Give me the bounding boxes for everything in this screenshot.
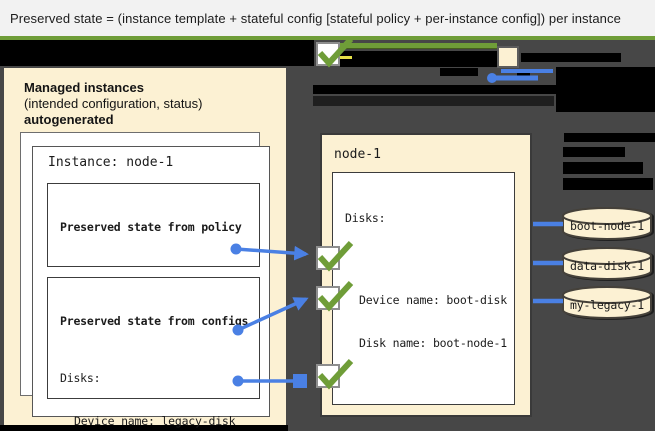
heading-line-1: Managed instances bbox=[24, 80, 144, 95]
checkmark-icon bbox=[317, 240, 354, 272]
legacy-disk-checkbox bbox=[316, 280, 354, 312]
cylinder-icon bbox=[562, 286, 652, 319]
disk-cylinder-legacy: my-legacy-1 bbox=[561, 285, 653, 321]
redacted-bar bbox=[340, 51, 498, 67]
cylinder-icon bbox=[562, 207, 652, 240]
config-legend-box bbox=[497, 46, 519, 68]
redacted-bar bbox=[440, 68, 478, 76]
legend-checkbox bbox=[316, 36, 354, 68]
data-disk-checkbox bbox=[316, 240, 354, 272]
yellow-highlight-line bbox=[333, 56, 352, 59]
diagram-title: Preserved state = (instance template + s… bbox=[10, 10, 621, 26]
redacted-bar bbox=[521, 53, 621, 62]
boot-device-line: Device name: boot-disk bbox=[359, 292, 507, 307]
disk-cylinder-data: data-disk-1 bbox=[561, 246, 653, 282]
green-divider bbox=[0, 36, 655, 40]
preserved-state-policy-box: Preserved state from policy Disks: Devic… bbox=[47, 183, 260, 378]
metadata-arrow-square bbox=[293, 374, 307, 388]
disk-cylinder-boot: boot-node-1 bbox=[561, 206, 653, 242]
preserved-state-configs-box: Preserved state from configs Disks: Devi… bbox=[47, 277, 260, 428]
checkmark-icon bbox=[317, 280, 354, 312]
node-state-box: Disks: Device name: boot-disk Disk name:… bbox=[332, 172, 515, 405]
redacted-bar bbox=[563, 162, 643, 174]
redacted-bar bbox=[0, 40, 314, 66]
redacted-bar bbox=[563, 178, 653, 190]
disk-label: data-disk-1 bbox=[570, 259, 644, 273]
redacted-bar bbox=[313, 85, 596, 94]
redacted-bar bbox=[563, 147, 625, 157]
green-arrow-line bbox=[339, 43, 497, 49]
cylinder-icon bbox=[562, 247, 652, 280]
redacted-bar bbox=[564, 133, 655, 142]
title-bar: Preserved state = (instance template + s… bbox=[0, 0, 655, 36]
redacted-bar bbox=[0, 425, 288, 431]
panel-heading: Managed instances (intended configuratio… bbox=[24, 80, 274, 128]
instance-title: Instance: node-1 bbox=[48, 155, 174, 170]
configs-box-title: Preserved state from configs bbox=[60, 314, 249, 328]
policy-box-title: Preserved state from policy bbox=[60, 220, 242, 234]
redacted-block bbox=[556, 67, 655, 112]
heading-line-2: (intended configuration, status) bbox=[24, 96, 203, 111]
boot-disk-line: Disk name: boot-node-1 bbox=[359, 336, 507, 350]
disk-label: boot-node-1 bbox=[570, 219, 644, 233]
redacted-bar bbox=[517, 71, 530, 77]
node-panel-title: node-1 bbox=[334, 147, 381, 162]
metadata-checkbox bbox=[316, 358, 354, 390]
disk-label: my-legacy-1 bbox=[570, 298, 644, 312]
disks-label: Disks: bbox=[345, 211, 386, 225]
checkmark-icon bbox=[317, 358, 354, 390]
heading-line-3: autogenerated bbox=[24, 112, 114, 127]
device-name-line: Device name: legacy-disk bbox=[74, 414, 236, 428]
redacted-bar bbox=[313, 96, 554, 106]
legend-blue-dot bbox=[487, 73, 497, 83]
disks-label: Disks: bbox=[60, 370, 101, 385]
checkmark-icon bbox=[317, 36, 354, 68]
